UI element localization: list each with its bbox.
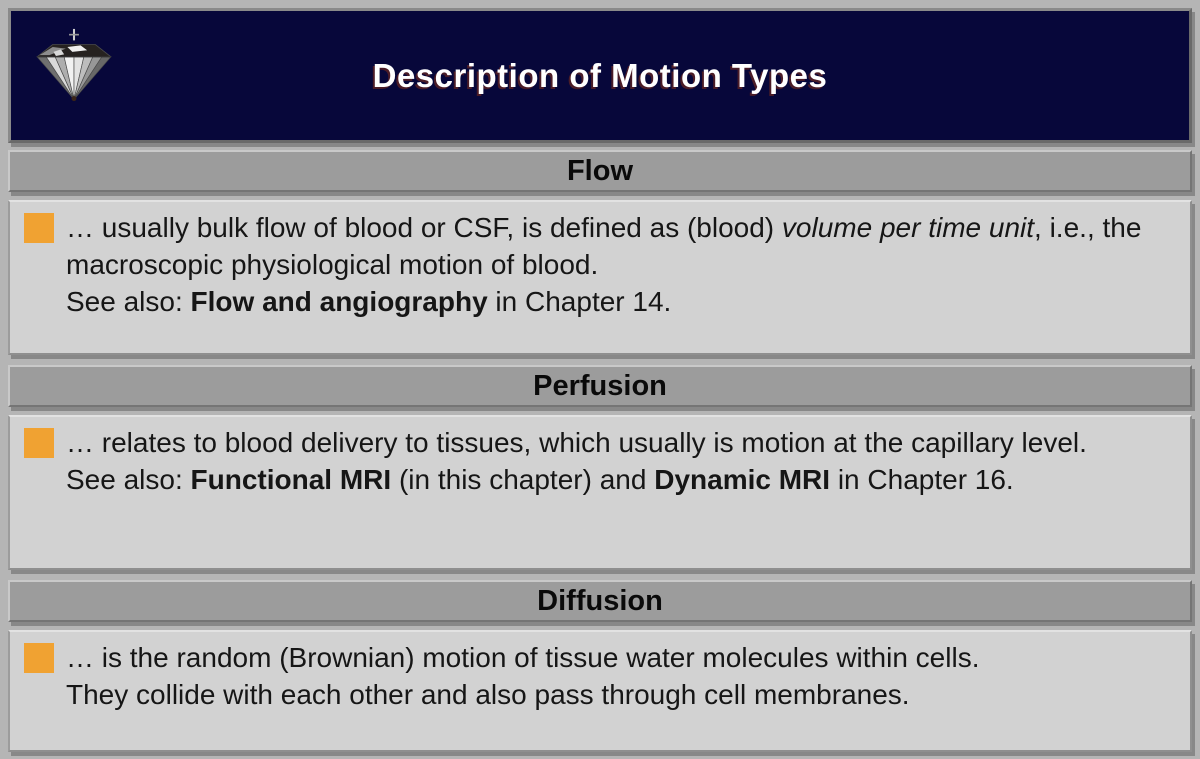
section-body-flow: … usually bulk flow of blood or CSF, is … <box>8 200 1192 355</box>
text-run: in Chapter 16. <box>830 464 1014 495</box>
text-run: … is the random (Brownian) motion of tis… <box>66 642 980 673</box>
text-run: … relates to blood delivery to tissues, … <box>66 427 1087 458</box>
diffusion-text: … is the random (Brownian) motion of tis… <box>66 639 1176 713</box>
gem-logo-icon <box>33 27 115 108</box>
flow-and-angiography-link[interactable]: Flow and angiography <box>190 286 488 317</box>
section-heading: Flow <box>566 154 634 187</box>
text-run-italic: volume per time unit <box>781 212 1035 243</box>
bullet-square-icon <box>24 213 54 243</box>
section-heading: Diffusion <box>537 584 663 617</box>
section-body-perfusion: … relates to blood delivery to tissues, … <box>8 415 1192 570</box>
section-header-perfusion: Perfusion <box>8 365 1192 407</box>
section-heading: Perfusion <box>533 369 667 402</box>
text-run: in Chapter 14. <box>487 286 672 317</box>
bullet-square-icon <box>24 643 54 673</box>
bullet-square-icon <box>24 428 54 458</box>
text-run: See also: <box>66 464 191 495</box>
section-body-diffusion: … is the random (Brownian) motion of tis… <box>8 630 1192 752</box>
text-run: , i.e., the macroscopic physiological mo… <box>66 212 1142 280</box>
flow-see-also: See also: Flow and angiography in Chapte… <box>66 283 1176 320</box>
section-header-diffusion: Diffusion <box>8 580 1192 622</box>
text-run: … usually bulk flow of blood or CSF, is … <box>66 212 782 243</box>
diffusion-detail: They collide with each other and also pa… <box>66 676 1176 713</box>
text-run: (in this chapter) and <box>391 464 655 495</box>
section-header-flow: Flow <box>8 150 1192 192</box>
flow-definition: … usually bulk flow of blood or CSF, is … <box>66 209 1176 283</box>
perfusion-text: … relates to blood delivery to tissues, … <box>66 424 1176 498</box>
dynamic-mri-link[interactable]: Dynamic MRI <box>654 464 831 495</box>
text-run: They collide with each other and also pa… <box>66 679 910 710</box>
perfusion-definition: … relates to blood delivery to tissues, … <box>66 424 1176 461</box>
perfusion-see-also: See also: Functional MRI (in this chapte… <box>66 461 1176 498</box>
slide-header: Description of Motion Types <box>8 8 1192 143</box>
diffusion-definition: … is the random (Brownian) motion of tis… <box>66 639 1176 676</box>
flow-text: … usually bulk flow of blood or CSF, is … <box>66 209 1176 320</box>
text-run: See also: <box>66 286 191 317</box>
page-title: Description of Motion Types <box>372 56 828 94</box>
functional-mri-link[interactable]: Functional MRI <box>190 464 392 495</box>
